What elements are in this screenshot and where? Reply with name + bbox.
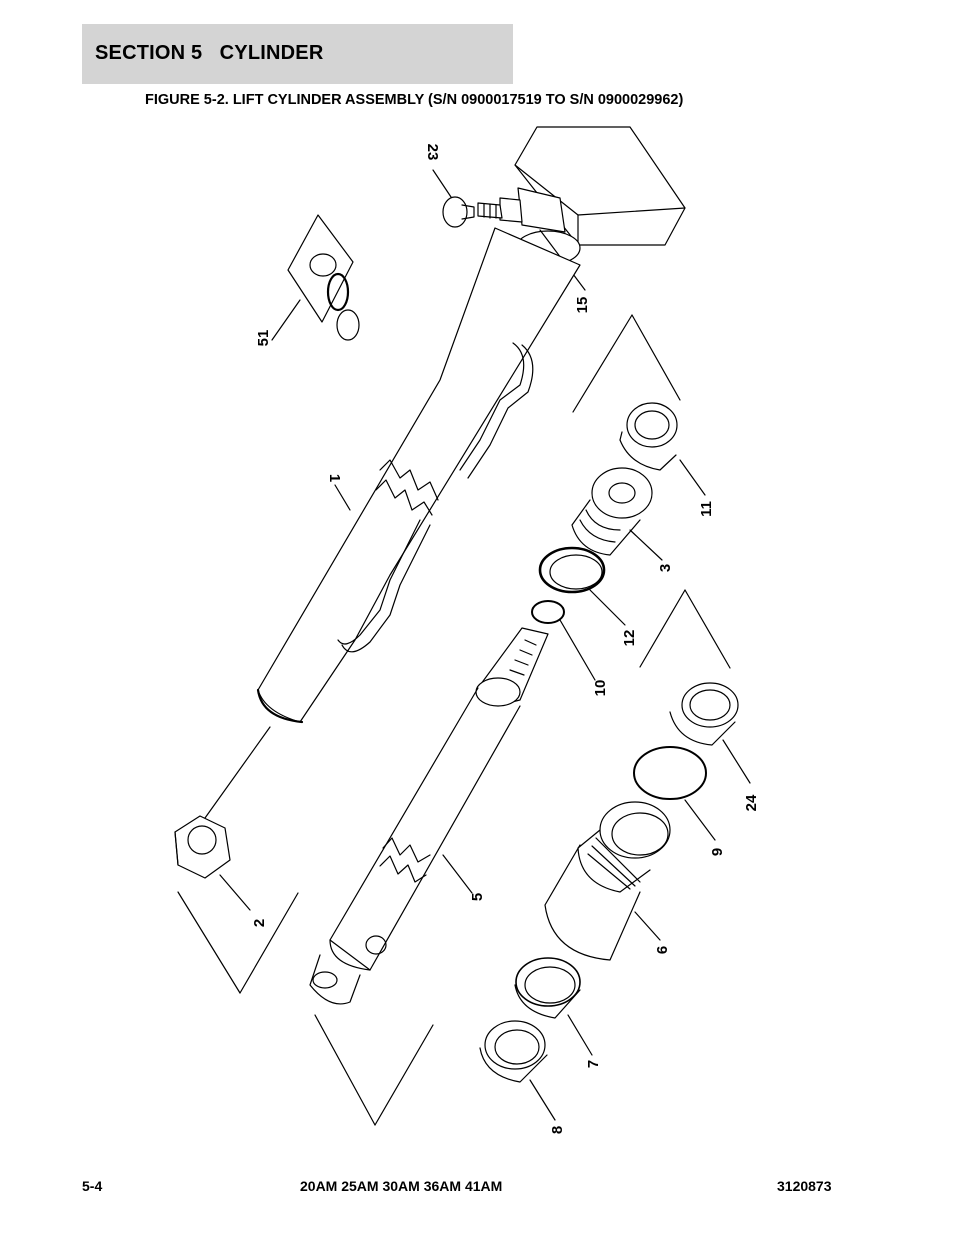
callout-11: 11 [698, 501, 715, 517]
leader-3 [629, 529, 663, 561]
leader-1 [334, 484, 351, 511]
cap-23 [442, 196, 475, 228]
callout-8: 8 [549, 1126, 566, 1134]
leader-2 [219, 874, 251, 911]
callout-10: 10 [592, 680, 609, 697]
seal-12 [538, 546, 606, 594]
callout-24: 24 [743, 794, 760, 811]
callout-1: 1 [326, 474, 343, 482]
callout-6: 6 [654, 946, 671, 954]
section-header: SECTION 5 CYLINDER [82, 24, 513, 84]
callout-3: 3 [657, 564, 674, 572]
leader-5 [442, 854, 473, 894]
wear-ring-11 [619, 402, 678, 471]
leader-51 [271, 299, 301, 341]
callout-51: 51 [255, 330, 272, 347]
head-6 [544, 801, 671, 961]
barrel-1 [256, 227, 581, 724]
piston-3 [571, 467, 653, 556]
footer-doc-number: 3120873 [777, 1178, 832, 1194]
nut-2 [174, 815, 231, 879]
footer-page-number: 5-4 [82, 1178, 103, 1194]
bracket-11 [572, 314, 681, 413]
leader-24 [722, 739, 751, 784]
leader-12 [589, 589, 626, 626]
leader-7 [567, 1014, 593, 1056]
leader-23 [432, 169, 452, 198]
wiper-7 [514, 957, 581, 1019]
o-ring-9 [633, 746, 707, 800]
leader-nut-cylinder [204, 726, 271, 819]
rod-5 [309, 627, 549, 1005]
o-ring-10 [531, 600, 565, 624]
leader-9 [684, 799, 716, 841]
valve-cartridge [477, 187, 566, 233]
callout-15: 15 [574, 297, 591, 314]
figure-title: FIGURE 5-2. LIFT CYLINDER ASSEMBLY (S/N … [145, 92, 684, 108]
callout-23: 23 [424, 144, 441, 161]
leader-8 [529, 1079, 556, 1121]
wear-ring-24 [669, 682, 739, 746]
section-title: SECTION 5 CYLINDER [95, 42, 324, 64]
footer-models: 20AM 25AM 30AM 36AM 41AM [300, 1178, 503, 1194]
callout-7: 7 [585, 1060, 602, 1068]
leader-11 [679, 459, 706, 496]
callout-2: 2 [251, 919, 268, 927]
seal-8 [479, 1020, 548, 1083]
callout-5: 5 [469, 893, 486, 901]
bracket-2 [177, 891, 299, 994]
seal-kit-51 [287, 214, 360, 341]
bracket-24 [639, 589, 731, 669]
callout-9: 9 [709, 848, 726, 856]
leader-10 [559, 619, 596, 681]
leader-6 [634, 911, 661, 941]
bracket-bottom [314, 1014, 434, 1126]
callout-12: 12 [621, 630, 638, 647]
